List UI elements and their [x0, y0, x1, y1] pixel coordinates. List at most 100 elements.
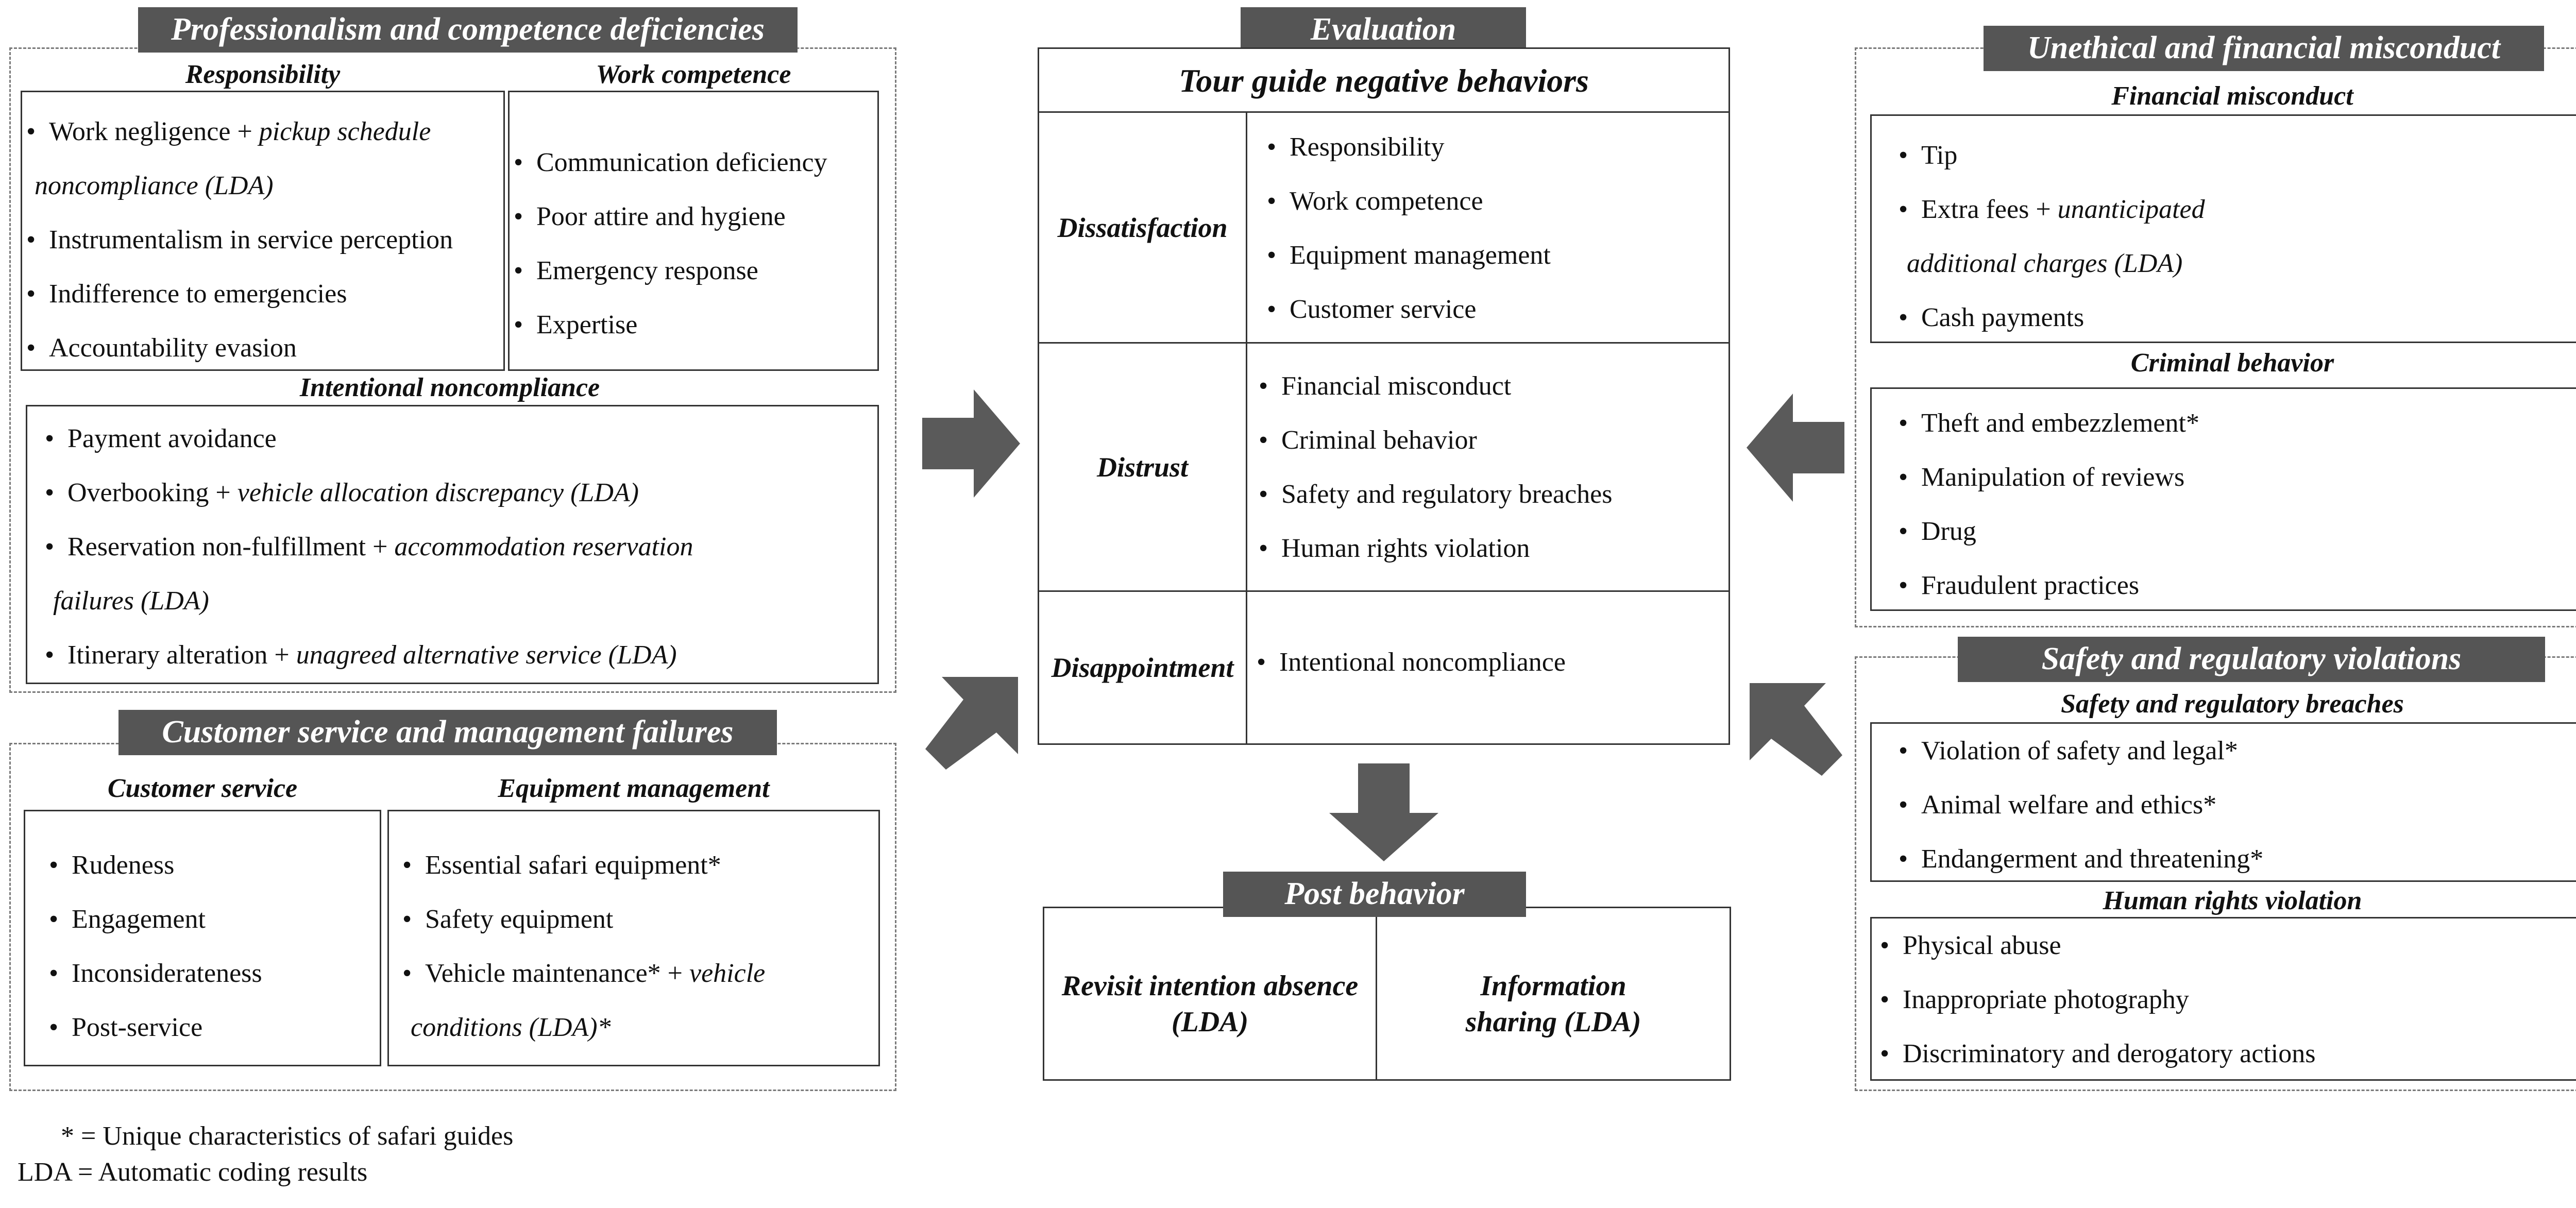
equipment-item-text: Essential safari equipment*	[425, 850, 721, 880]
work-competence-item: Communication deficiency	[510, 135, 877, 190]
equipment-item-continuation: conditions (LDA)*	[411, 1000, 878, 1054]
responsibility-title: Responsibility	[185, 60, 341, 89]
financial-item: Cash payments	[1894, 291, 2576, 345]
safety-breach-item: Endangerment and threatening*	[1894, 832, 2576, 886]
work-competence-list: Communication deficiencyPoor attire and …	[510, 92, 877, 352]
equipment-management-title: Equipment management	[498, 774, 770, 803]
intentional-noncompliance-box: Payment avoidanceOverbooking + vehicle a…	[26, 405, 879, 684]
human-rights-title: Human rights violation	[2103, 886, 2362, 915]
responsibility-item-text: Indifference to emergencies	[49, 279, 347, 309]
responsibility-box: Work negligence + pickup schedulenoncomp…	[21, 91, 505, 375]
disappointment-item: Intentional noncompliance	[1252, 635, 1730, 689]
disappointment-label: Disappointment	[1039, 592, 1247, 743]
customer-service-item: Post-service	[45, 1000, 380, 1054]
responsibility-list: Work negligence + pickup schedulenoncomp…	[22, 92, 503, 375]
work-competence-item: Expertise	[510, 298, 877, 352]
noncompliance-item-text: Payment avoidance	[67, 424, 277, 453]
distrust-list: Financial misconductCriminal behaviorSaf…	[1247, 344, 1730, 575]
customer-service-item: Engagement	[45, 892, 380, 946]
financial-misconduct-box: TipExtra fees + unanticipated additional …	[1870, 114, 2576, 345]
equipment-item-lda: vehicle	[689, 959, 766, 988]
unethical-banner: Unethical and financial misconduct	[1984, 26, 2544, 71]
dissatisfaction-cell: ResponsibilityWork competenceEquipment m…	[1247, 113, 1730, 344]
noncompliance-item-lda: unagreed alternative service (LDA)	[296, 640, 677, 670]
up-left-arrow-icon	[1750, 683, 1842, 776]
responsibility-item: Indifference to emergencies	[22, 267, 503, 321]
right-arrow-icon	[922, 389, 1020, 498]
evaluation-banner: Evaluation	[1241, 7, 1526, 53]
equipment-item: Essential safari equipment*	[398, 838, 878, 892]
distrust-item: Human rights violation	[1255, 521, 1730, 575]
dissatisfaction-item: Work competence	[1263, 174, 1730, 228]
customer-service-title: Customer service	[107, 774, 298, 803]
distrust-item: Safety and regulatory breaches	[1255, 467, 1730, 521]
work-competence-item: Poor attire and hygiene	[510, 190, 877, 244]
human-rights-list: Physical abuseInappropriate photographyD…	[1872, 918, 2576, 1081]
noncompliance-list: Payment avoidanceOverbooking + vehicle a…	[27, 406, 877, 682]
safety-breach-item: Animal welfare and ethics*	[1894, 778, 2576, 832]
noncompliance-item-text: Itinerary alteration +	[67, 640, 296, 670]
intentional-noncompliance-title: Intentional noncompliance	[299, 373, 600, 402]
human-rights-item: Discriminatory and derogatory actions	[1876, 1027, 2576, 1081]
responsibility-item: Accountability evasion	[22, 321, 503, 375]
human-rights-item: Physical abuse	[1876, 918, 2576, 973]
dissatisfaction-list: ResponsibilityWork competenceEquipment m…	[1247, 113, 1730, 336]
financial-item-text: Extra fees +	[1921, 195, 2058, 224]
evaluation-header: Tour guide negative behaviors	[1039, 49, 1728, 113]
criminal-item: Drug	[1894, 504, 2576, 558]
distrust-item: Financial misconduct	[1255, 359, 1730, 413]
noncompliance-item-continuation: failures (LDA)	[53, 586, 209, 616]
noncompliance-item-lda: accommodation reservation	[394, 532, 693, 562]
financial-item: Extra fees + unanticipated additional cha…	[1894, 182, 2576, 291]
revisit-intention-absence: Revisit intention absence (LDA)	[1044, 908, 1377, 1079]
note-unique: * = Unique characteristics of safari gui…	[61, 1121, 514, 1151]
distrust-item: Criminal behavior	[1255, 413, 1730, 467]
customer-service-list: RudenessEngagementInconsideratenessPost-…	[25, 811, 380, 1054]
customer-service-banner: Customer service and management failures	[118, 710, 777, 755]
dissatisfaction-item: Responsibility	[1263, 120, 1730, 174]
equipment-item: Safety equipment	[398, 892, 878, 946]
down-arrow-icon	[1329, 763, 1438, 861]
equipment-item-continuation-text: conditions (LDA)	[411, 1013, 598, 1042]
noncompliance-item: Itinerary alteration + unagreed alternat…	[41, 628, 877, 682]
up-right-arrow-icon	[925, 677, 1018, 770]
noncompliance-item: Payment avoidance	[41, 412, 877, 466]
work-competence-item: Emergency response	[510, 244, 877, 298]
post-behavior-banner: Post behavior	[1223, 872, 1526, 917]
safety-breaches-title: Safety and regulatory breaches	[2061, 689, 2404, 719]
equipment-item: Vehicle maintenance* + vehicle conditions…	[398, 946, 878, 1054]
note-lda: LDA = Automatic coding results	[18, 1158, 368, 1187]
noncompliance-item: Overbooking + vehicle allocation discrep…	[41, 466, 877, 520]
dissatisfaction-item: Customer service	[1263, 282, 1730, 336]
financial-item-continuation: additional charges (LDA)	[1907, 249, 2183, 278]
post-behavior-box: Revisit intention absence (LDA) Informat…	[1043, 907, 1731, 1081]
equipment-management-box: Essential safari equipment* Safety equipm…	[387, 810, 880, 1066]
equipment-list: Essential safari equipment* Safety equipm…	[389, 811, 878, 1054]
work-competence-title: Work competence	[596, 60, 791, 89]
professionalism-banner: Professionalism and competence deficienc…	[138, 7, 798, 53]
safety-breach-list: Violation of safety and legal*Animal wel…	[1872, 724, 2576, 886]
information-sharing: Information sharing (LDA)	[1465, 970, 1641, 1038]
criminal-list: Theft and embezzlement*Manipulation of r…	[1872, 389, 2576, 612]
noncompliance-item-text: Reservation non-fulfillment +	[67, 532, 395, 562]
financial-item-text: Tip	[1921, 141, 1958, 170]
noncompliance-item-lda: vehicle allocation discrepancy (LDA)	[237, 478, 639, 507]
financial-list: TipExtra fees + unanticipated additional …	[1872, 116, 2576, 345]
distrust-cell: Financial misconductCriminal behaviorSaf…	[1247, 344, 1730, 592]
criminal-behavior-box: Theft and embezzlement*Manipulation of r…	[1870, 387, 2576, 612]
disappointment-cell: Intentional noncompliance	[1247, 592, 1730, 743]
dissatisfaction-label: Dissatisfaction	[1039, 113, 1247, 344]
distrust-label: Distrust	[1039, 344, 1247, 592]
customer-service-box: RudenessEngagementInconsideratenessPost-…	[24, 810, 381, 1066]
human-rights-item: Inappropriate photography	[1876, 973, 2576, 1027]
equipment-item-mark: *	[597, 1013, 611, 1042]
dissatisfaction-item: Equipment management	[1263, 228, 1730, 282]
financial-item-lda: unanticipated	[2057, 195, 2205, 224]
human-rights-box: Physical abuseInappropriate photographyD…	[1870, 917, 2576, 1081]
safety-banner: Safety and regulatory violations	[1958, 637, 2545, 682]
work-competence-box: Communication deficiencyPoor attire and …	[508, 91, 879, 371]
equipment-item-text: Vehicle maintenance* +	[425, 959, 689, 988]
criminal-behavior-title: Criminal behavior	[2130, 348, 2334, 378]
customer-service-item: Rudeness	[45, 838, 380, 892]
left-arrow-icon	[1747, 394, 1844, 502]
